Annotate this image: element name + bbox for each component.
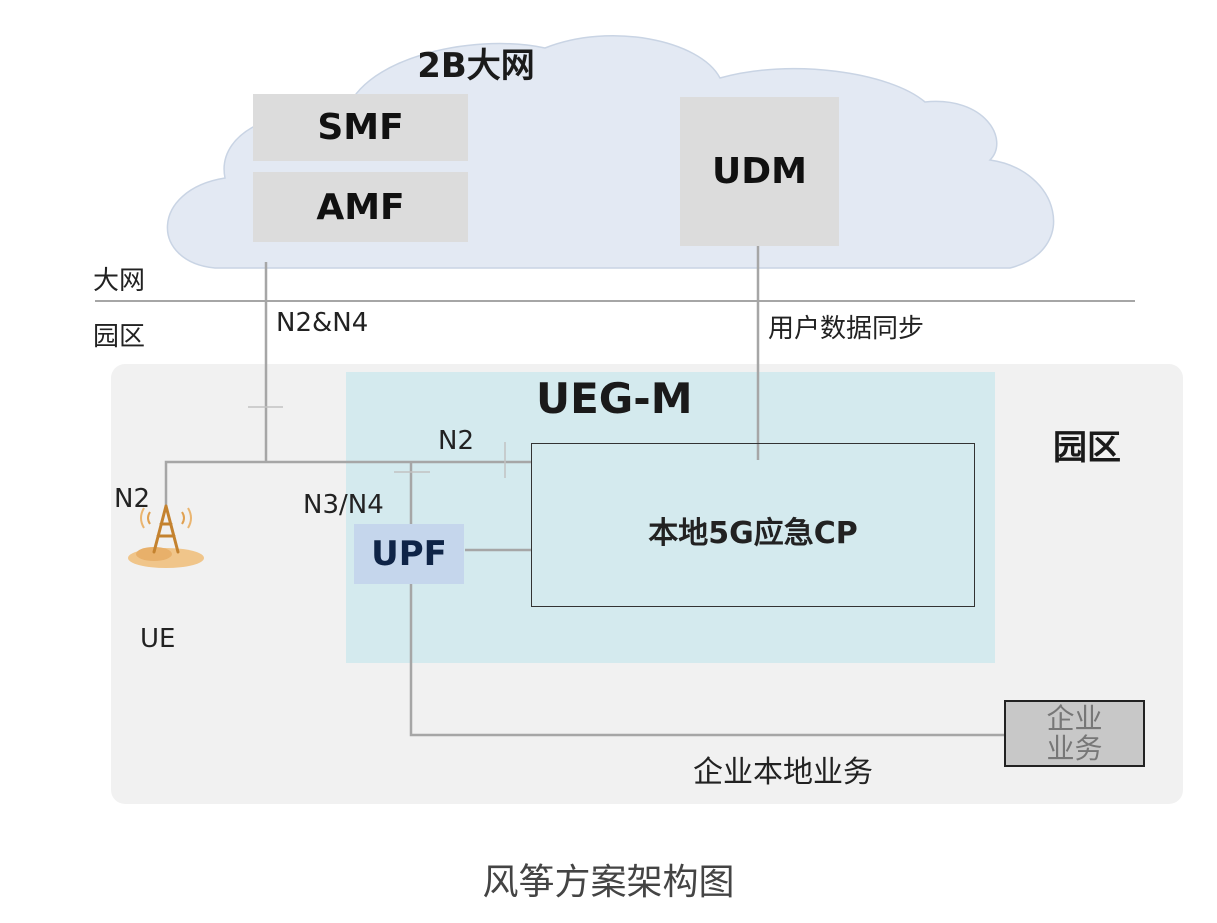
link-label-n2-inner: N2	[438, 426, 474, 456]
udm-label: UDM	[712, 151, 807, 192]
zone-label-big-network: 大网	[93, 266, 146, 296]
local-cp-label: 本地5G应急CP	[648, 516, 858, 551]
link-label-user-data-sync: 用户数据同步	[768, 314, 925, 344]
ue-label: UE	[140, 624, 176, 654]
enterprise-service-line2: 业务	[1046, 731, 1103, 765]
base-station-icon	[128, 504, 204, 568]
zone-label-campus: 园区	[93, 322, 146, 352]
local-cp-box[interactable]: 本地5G应急CP	[531, 443, 975, 607]
diagram-caption: 风筝方案架构图	[482, 862, 735, 903]
campus-area-title: 园区	[1053, 428, 1121, 468]
amf-box[interactable]: AMF	[253, 172, 468, 242]
ueg-area	[346, 372, 995, 663]
link-label-n2-n4: N2&N4	[276, 308, 369, 338]
enterprise-service-box[interactable]: 企业 业务	[1004, 700, 1145, 767]
upf-enterprise-line	[409, 584, 1005, 737]
ueg-title: UEG-M	[536, 374, 693, 423]
cloud-title: 2B大网	[417, 46, 535, 86]
smf-label: SMF	[317, 107, 404, 148]
upf-label: UPF	[371, 534, 447, 574]
amf-label: AMF	[316, 186, 405, 228]
link-label-enterprise-local: 企业本地业务	[693, 755, 873, 790]
udm-box[interactable]: UDM	[680, 97, 839, 246]
smf-box[interactable]: SMF	[253, 94, 468, 161]
link-label-n3-n4: N3/N4	[303, 490, 384, 520]
enterprise-service-line1: 企业	[1046, 701, 1103, 735]
upf-box[interactable]: UPF	[354, 524, 464, 584]
